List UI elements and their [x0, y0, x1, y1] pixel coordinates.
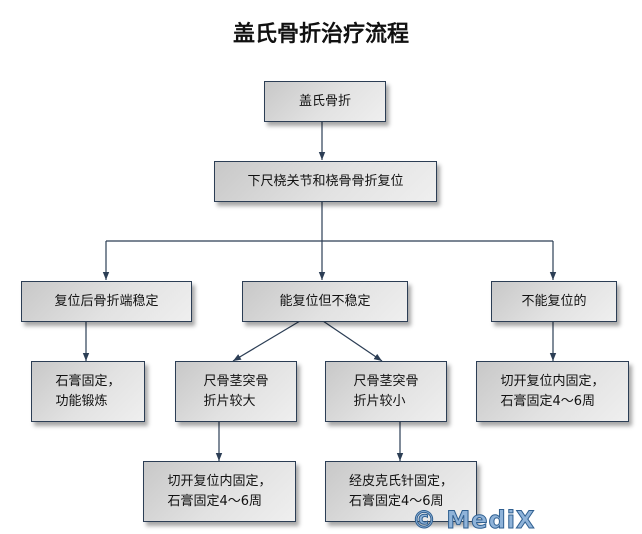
arrow-large-fragment	[232, 320, 301, 362]
node-stable: 复位后骨折端稳定	[21, 281, 192, 322]
node-line: 折片较小	[353, 393, 406, 409]
node-label: 不能复位的	[521, 293, 587, 309]
node-label: 能复位但不稳定	[279, 293, 371, 309]
node-line: 石膏固定4～6周	[167, 493, 263, 509]
node-label: 复位后骨折端稳定	[54, 293, 159, 309]
node-small-fragment: 尺骨茎突骨折片较小	[325, 361, 447, 422]
watermark: © MediX	[411, 506, 536, 534]
node-large-fragment-treatment: 切开复位内固定， 石膏固定4～6周	[143, 461, 296, 522]
diagram-title: 盖氏骨折治疗流程	[232, 22, 409, 47]
node-large-fragment: 尺骨茎突骨折片较大	[175, 361, 297, 422]
node-reduction: 下尺桡关节和桡骨骨折复位	[214, 161, 437, 202]
node-line: 切开复位内固定，	[167, 473, 272, 489]
node-line: 石膏固定4～6周	[348, 493, 444, 509]
node-label: 盖氏骨折	[298, 93, 351, 109]
node-line: 石膏固定，	[55, 373, 121, 389]
node-line: 尺骨茎突骨	[353, 373, 419, 389]
node-line: 经皮克氏针固定，	[348, 473, 453, 489]
node-line: 折片较大	[203, 393, 256, 409]
node-line: 切开复位内固定，	[500, 373, 605, 389]
node-label: 下尺桡关节和桡骨骨折复位	[247, 173, 404, 189]
arrow-small-fragment	[322, 320, 383, 362]
node-unstable: 能复位但不稳定	[242, 281, 408, 322]
node-irreducible: 不能复位的	[491, 281, 617, 322]
node-stable-treatment: 石膏固定， 功能锻炼	[31, 361, 145, 422]
node-small-fragment-treatment: 经皮克氏针固定， 石膏固定4～6周	[325, 461, 477, 522]
node-line: 功能锻炼	[55, 393, 108, 409]
node-line: 尺骨茎突骨	[203, 373, 269, 389]
node-irreducible-treatment: 切开复位内固定， 石膏固定4～6周	[476, 361, 629, 422]
node-line: 石膏固定4～6周	[500, 393, 596, 409]
node-root: 盖氏骨折	[264, 81, 386, 122]
